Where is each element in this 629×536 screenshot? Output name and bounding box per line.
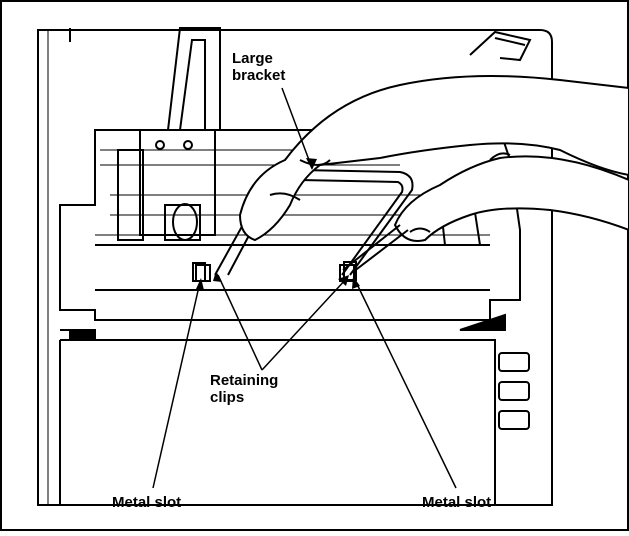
right-hand [395, 153, 629, 241]
label-large-bracket: Large bracket [232, 50, 285, 84]
paper-guide-left [118, 28, 220, 240]
large-bracket [196, 170, 413, 281]
label-metal-slot-left: Metal slot [112, 494, 181, 511]
label-metal-slot-right: Metal slot [422, 494, 491, 511]
label-retaining-clips: Retaining clips [210, 372, 278, 406]
leader-clip-right [262, 278, 347, 370]
leader-metal-slot-right [355, 280, 456, 488]
arrow-clip-left [213, 271, 222, 282]
arrow-metal-slot-left [196, 278, 204, 290]
leader-metal-slot-left [153, 282, 200, 488]
